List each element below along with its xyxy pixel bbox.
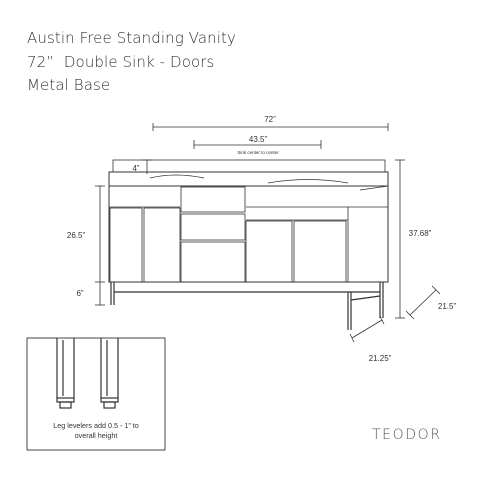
depth-label: 21.5”	[438, 302, 457, 311]
depth-dimension-line	[405, 285, 441, 320]
door-2	[143, 207, 181, 283]
sink-center-dimension-line	[193, 140, 322, 149]
leg-height-label: 6”	[76, 289, 83, 298]
sink-right	[267, 179, 349, 184]
base-depth-label: 21.25”	[369, 354, 392, 363]
door-3	[245, 220, 293, 283]
title-line-2: 72” Double Sink - Doors	[27, 52, 215, 71]
base-depth-dimension-line	[349, 315, 385, 343]
door-1	[109, 207, 143, 283]
leveler-detail-box	[26, 337, 166, 451]
sink-left	[149, 174, 205, 179]
metal-base	[110, 282, 384, 330]
backsplash	[112, 159, 386, 173]
sink-center-label: 43.5”	[249, 135, 268, 144]
drawer-bottom	[180, 241, 246, 283]
countertop	[108, 171, 389, 187]
brand-logo: TEODOR	[372, 427, 442, 443]
overall-height-label: 37.68”	[409, 229, 432, 238]
counter-height-label: 26.5”	[67, 231, 86, 240]
title-line-1: Austin Free Standing Vanity	[27, 29, 236, 47]
left-dimension-lines	[95, 159, 152, 306]
door-4	[293, 220, 347, 283]
width-dimension-line	[152, 123, 389, 131]
drawer-middle	[180, 213, 246, 241]
backsplash-height-label: 4”	[132, 164, 139, 173]
title-block: Austin Free Standing Vanity 72” Double S…	[27, 27, 236, 98]
sink-center-note: Sink center to center	[237, 150, 279, 155]
title-line-3: Metal Base	[27, 76, 111, 94]
height-dimension-line	[395, 159, 405, 319]
leveler-detail-legs	[56, 338, 119, 409]
drawer-top	[180, 186, 246, 213]
overall-width-label: 72”	[264, 115, 276, 124]
